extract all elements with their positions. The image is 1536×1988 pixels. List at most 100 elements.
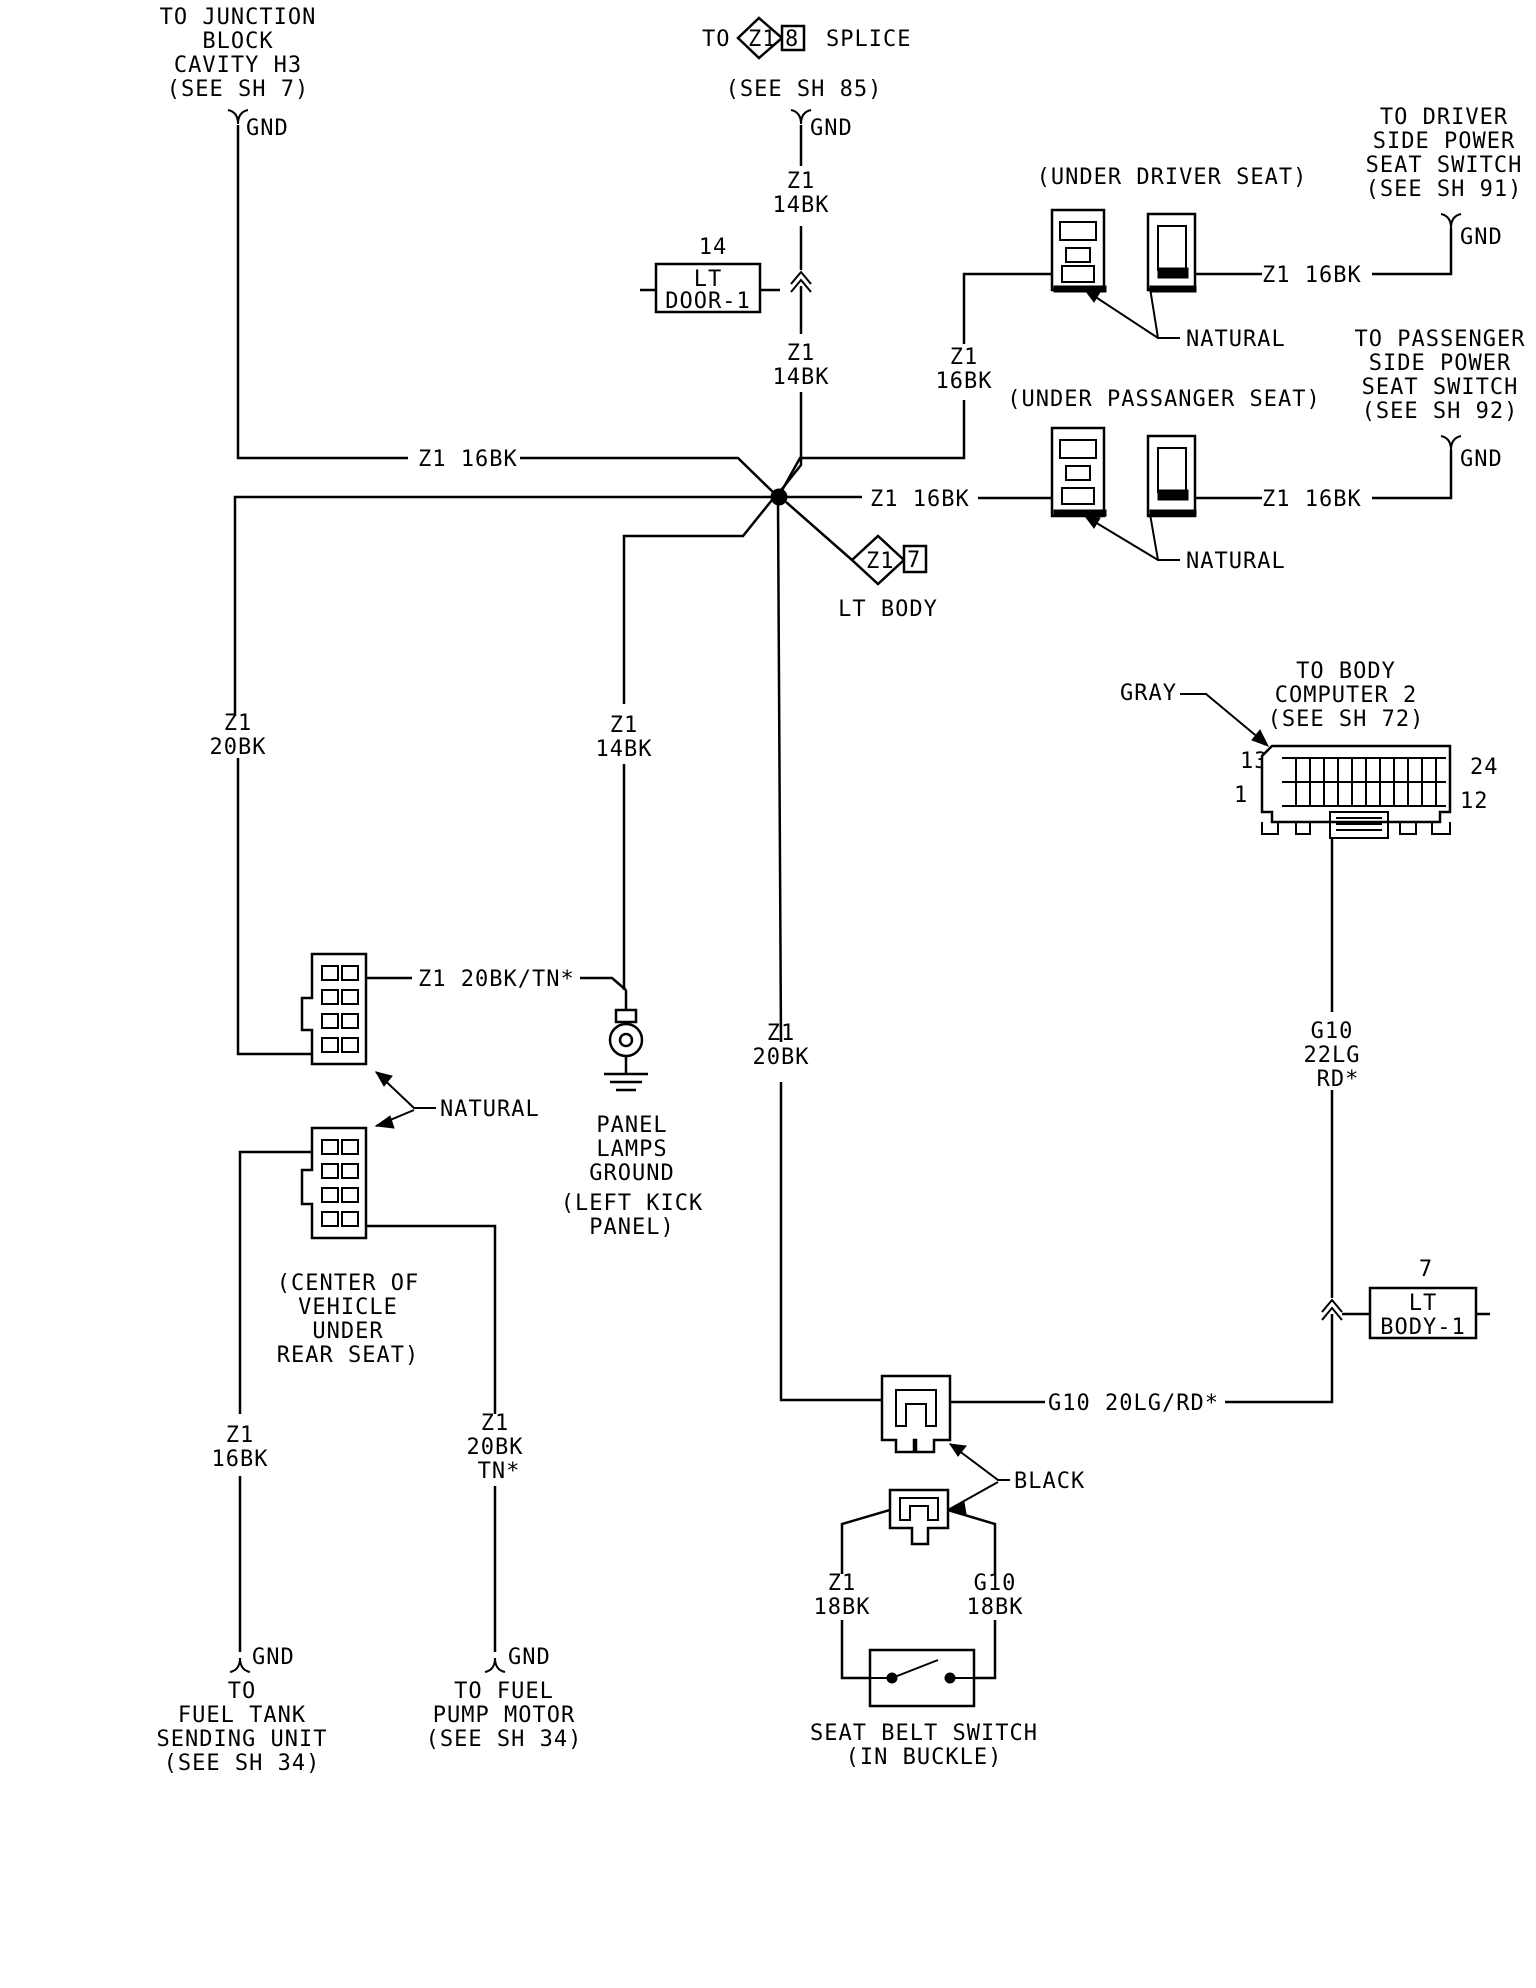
lt-door-box — [654, 262, 762, 314]
buckle-g10-line: G10 — [974, 1571, 1017, 1596]
gnd-label-junction: GND — [246, 116, 289, 141]
text-line: PUMP MOTOR — [433, 1703, 575, 1728]
gnd-label-fuel-tank: GND — [252, 1645, 295, 1670]
natural-leader-driver — [1084, 287, 1180, 339]
lt-door-number: 14 — [699, 235, 728, 260]
text-line: COMPUTER 2 — [1275, 683, 1417, 708]
arrow-icon — [1083, 515, 1101, 529]
splice-dot — [770, 488, 788, 506]
text-line: GROUND — [589, 1161, 674, 1186]
wire-main-left — [233, 495, 780, 716]
gnd-label-passenger: GND — [1460, 447, 1503, 472]
driver-switch-label: TO DRIVER SIDE POWER SEAT SWITCH (SEE SH… — [1366, 105, 1523, 202]
buckle-g10-line: 18BK — [967, 1595, 1024, 1620]
inline-connector-door — [790, 270, 812, 293]
wire-passenger-switch — [1372, 450, 1453, 500]
wire-buckle-right — [947, 1508, 997, 1574]
gnd-label-fuel-pump: GND — [508, 1645, 551, 1670]
center-vehicle-label: (CENTER OF VEHICLE UNDER REAR SEAT) — [277, 1271, 419, 1368]
text-line: (SEE SH 91) — [1366, 177, 1523, 202]
body-computer-connector — [1260, 744, 1452, 839]
wire-label-z1-16bk: Z1 16BK — [870, 487, 970, 512]
arrow-icon — [374, 1071, 393, 1087]
natural-leader-passenger — [1084, 513, 1180, 561]
fuel-tank-wire-line: 16BK — [212, 1447, 269, 1472]
body-computer-label: TO BODY COMPUTER 2 (SEE SH 72) — [1268, 659, 1424, 732]
wires — [233, 125, 1334, 1680]
wire-buckle-left — [840, 1508, 891, 1574]
text-line: CAVITY H3 — [174, 53, 302, 78]
fuel-tank-label: TO FUEL TANK SENDING UNIT (SEE SH 34) — [157, 1679, 327, 1776]
natural-label-rear: NATURAL — [440, 1097, 540, 1122]
splice-see-label: (SEE SH 85) — [726, 77, 883, 102]
text-line: SIDE POWER — [1369, 351, 1511, 376]
g10-wire-line: RD* — [1317, 1067, 1360, 1092]
wire-label-14bk: 14BK — [596, 737, 653, 762]
wire-seat-belt-main — [776, 499, 783, 1043]
rear-seat-connector-lower — [300, 1126, 368, 1240]
wire-label-z1: Z1 — [610, 713, 639, 738]
natural-label-driver: NATURAL — [1186, 327, 1286, 352]
wire-label-20bk: 20BK — [210, 735, 267, 760]
gnd-break-splice — [790, 109, 812, 125]
panel-ground-label: PANEL LAMPS GROUND (LEFT KICK PANEL) — [561, 1113, 703, 1240]
arrow-icon — [946, 1501, 967, 1515]
passenger-switch-label: TO PASSENGER SIDE POWER SEAT SWITCH (SEE… — [1355, 327, 1526, 424]
wire-lt-body — [785, 501, 853, 561]
wire-buckle-left-2 — [840, 1620, 870, 1680]
gnd-label-driver: GND — [1460, 225, 1503, 250]
wire-label-z1: Z1 — [950, 345, 979, 370]
pin-1-label: 1 — [1234, 783, 1248, 808]
text-line: TO DRIVER — [1380, 105, 1508, 130]
pin-12-label: 12 — [1460, 789, 1489, 814]
wire-label-20bk: 20BK — [753, 1045, 810, 1070]
gnd-break-passenger — [1440, 435, 1462, 451]
lt-body1-number: 7 — [1419, 1257, 1433, 1282]
wire-buckle-right-2 — [974, 1620, 997, 1680]
lt-body1-line: LT — [1409, 1291, 1438, 1316]
wire-label-z1: Z1 — [767, 1021, 796, 1046]
seat-belt-connector-upper — [880, 1374, 952, 1454]
gnd-break-fuel-tank — [229, 1657, 251, 1673]
wire-fuel-tank — [238, 1150, 312, 1414]
wire-left-20bk — [236, 758, 312, 1056]
g10-20lg-label: G10 20LG/RD* — [1048, 1391, 1219, 1416]
splice-to-label: TO — [702, 27, 731, 52]
lt-door-line: LT — [694, 267, 723, 292]
seat-belt-switch — [868, 1648, 976, 1708]
lt-door-line: DOOR-1 — [665, 289, 750, 314]
text-line: UNDER — [312, 1319, 383, 1344]
wire-junction-block — [236, 125, 408, 460]
wire-panel-lamps — [622, 499, 773, 704]
fuel-pump-wire-line: Z1 — [481, 1411, 510, 1436]
wire-fuel-pump — [366, 1224, 497, 1414]
arrow-icon — [1083, 289, 1101, 303]
text-line: (CENTER OF — [277, 1271, 419, 1296]
splice-word: SPLICE — [826, 27, 911, 52]
wire-label-z1-16bk: Z1 16BK — [1262, 487, 1362, 512]
rear-seat-connector-upper — [300, 952, 368, 1066]
text-line: SIDE POWER — [1373, 129, 1515, 154]
text-line: (SEE SH 92) — [1362, 399, 1519, 424]
arrow-icon — [948, 1443, 967, 1457]
black-label: BLACK — [1014, 1469, 1085, 1494]
text-line: (LEFT KICK — [561, 1191, 703, 1216]
wire-driver-seat-2 — [778, 400, 966, 495]
gnd-break-driver — [1440, 213, 1462, 229]
fuel-tank-wire-line: Z1 — [226, 1423, 255, 1448]
gray-label: GRAY — [1120, 681, 1177, 706]
wire-label-z1: Z1 — [224, 711, 253, 736]
ground-icon — [604, 990, 648, 1092]
driver-seat-connector-female — [1146, 212, 1197, 293]
pin-24-label: 24 — [1470, 755, 1499, 780]
text-line: TO PASSENGER — [1355, 327, 1526, 352]
wire-label-z1: Z1 — [787, 169, 816, 194]
buckle-z1-line: Z1 — [828, 1571, 857, 1596]
wire-label-z1: Z1 — [787, 341, 816, 366]
passenger-seat-connector-male — [1050, 426, 1107, 518]
splice-number-box — [780, 24, 806, 52]
text-line: (SEE SH 34) — [426, 1727, 583, 1752]
text-line: (SEE SH 7) — [167, 77, 309, 102]
seat-belt-switch-line: (IN BUCKLE) — [846, 1745, 1003, 1770]
